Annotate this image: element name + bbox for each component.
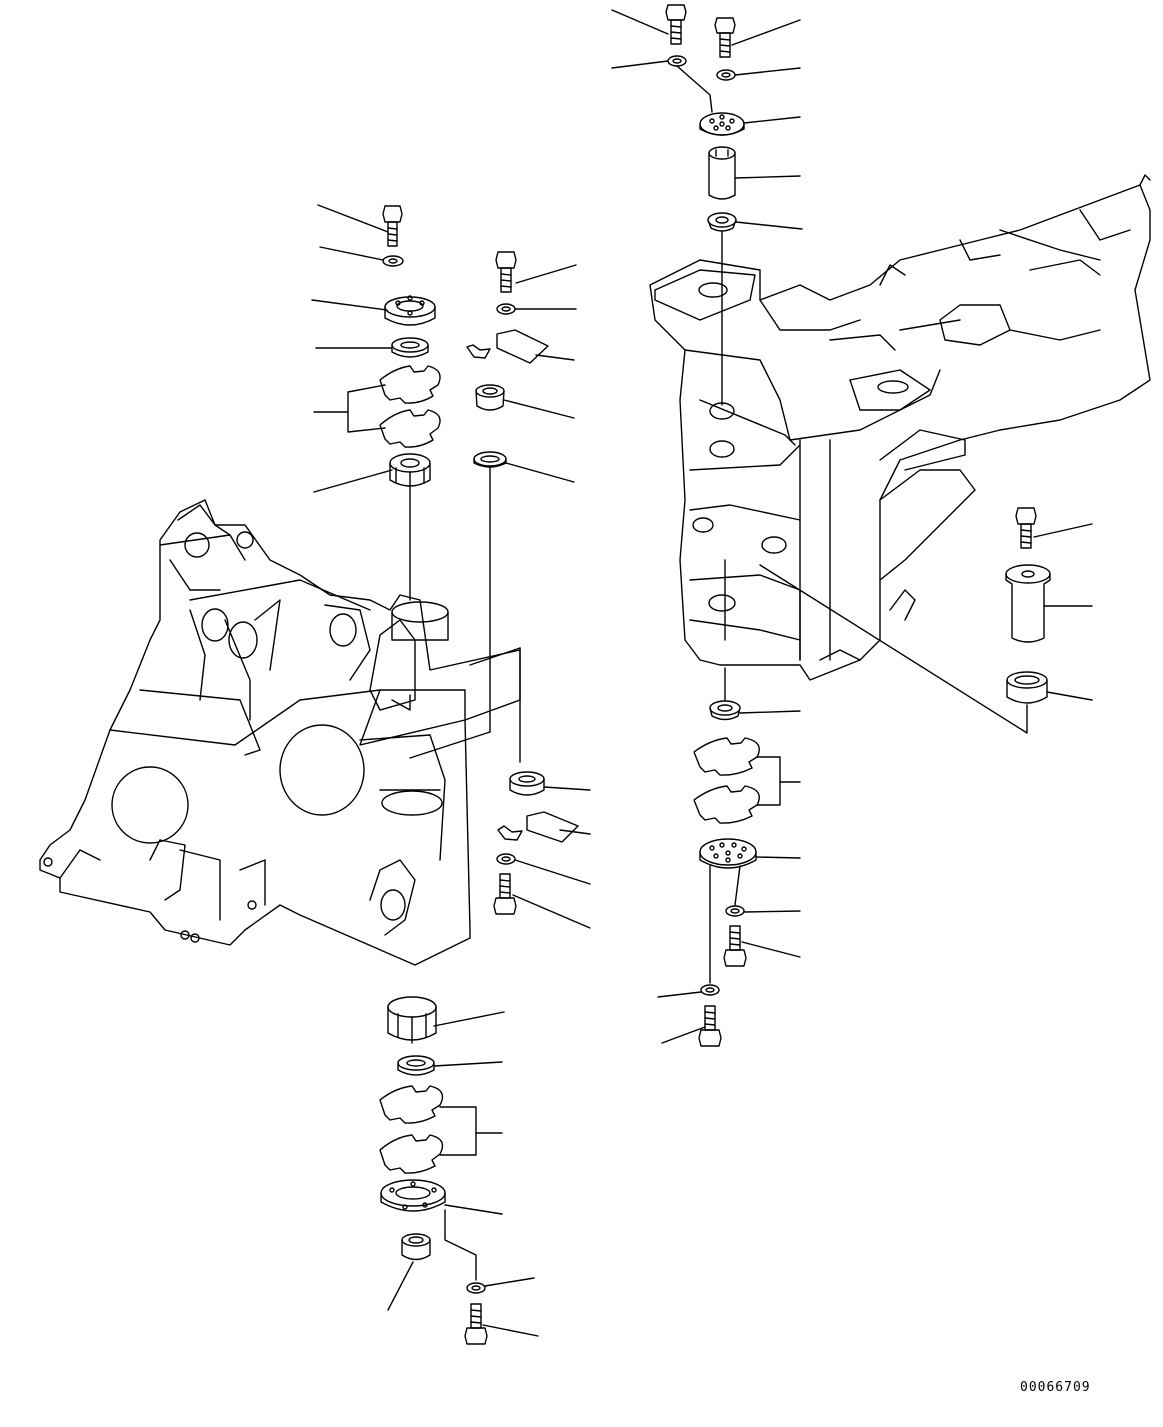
washer-part <box>382 255 404 267</box>
center-lower-parts-stack <box>493 771 591 929</box>
shim-part <box>379 409 441 448</box>
shim-part <box>379 1085 444 1124</box>
left-upper-parts-stack <box>311 204 441 601</box>
shim-part <box>693 737 760 776</box>
seat-ring-part <box>473 451 507 468</box>
pin-part <box>1005 564 1051 643</box>
bolt-part <box>1015 507 1037 549</box>
lock-plate-part <box>466 329 549 364</box>
right-lower-parts-stack <box>657 667 801 1047</box>
bolt-part <box>714 17 736 58</box>
front-frame-left <box>39 499 521 966</box>
collar-part <box>1006 671 1048 704</box>
shim-part <box>379 1134 444 1174</box>
top-right-parts-stack <box>611 4 803 406</box>
bolt-part <box>495 251 517 293</box>
bolt-part <box>382 205 403 247</box>
nut-part <box>709 700 741 721</box>
washer-part <box>667 55 687 67</box>
bolt-part <box>493 873 517 915</box>
retainer-plate-part <box>384 295 436 326</box>
shim-part <box>379 365 441 404</box>
shim-part <box>693 785 760 824</box>
rear-frame-right <box>649 174 1151 681</box>
bolt-part <box>665 4 687 45</box>
seal-part <box>391 337 429 358</box>
retainer-plate-part <box>380 1179 446 1212</box>
seal-part <box>397 1055 435 1076</box>
center-upper-parts-stack <box>409 251 577 763</box>
collar-part <box>401 1233 431 1261</box>
cap-plate-part <box>699 112 745 136</box>
washer-part <box>496 853 516 865</box>
pin-part <box>708 146 736 200</box>
nut-part <box>707 212 737 232</box>
spacer-part <box>509 771 545 796</box>
bushing-part <box>389 453 431 490</box>
washer-part <box>700 984 720 996</box>
bushing-part <box>387 996 437 1044</box>
lock-plate-part <box>497 811 579 843</box>
bolt-part <box>723 925 747 967</box>
drawing-code-label: 00066709 <box>1020 1380 1091 1395</box>
cap-plate-part <box>699 838 757 869</box>
washer-part <box>716 69 736 81</box>
washer-part <box>725 905 745 917</box>
bolt-part <box>464 1303 488 1345</box>
left-lower-parts-stack <box>379 996 539 1345</box>
washer-part <box>496 303 516 315</box>
right-pin-parts-stack <box>759 507 1093 734</box>
bolt-part <box>698 1005 722 1047</box>
spacer-part <box>475 384 505 411</box>
washer-part <box>466 1282 486 1294</box>
